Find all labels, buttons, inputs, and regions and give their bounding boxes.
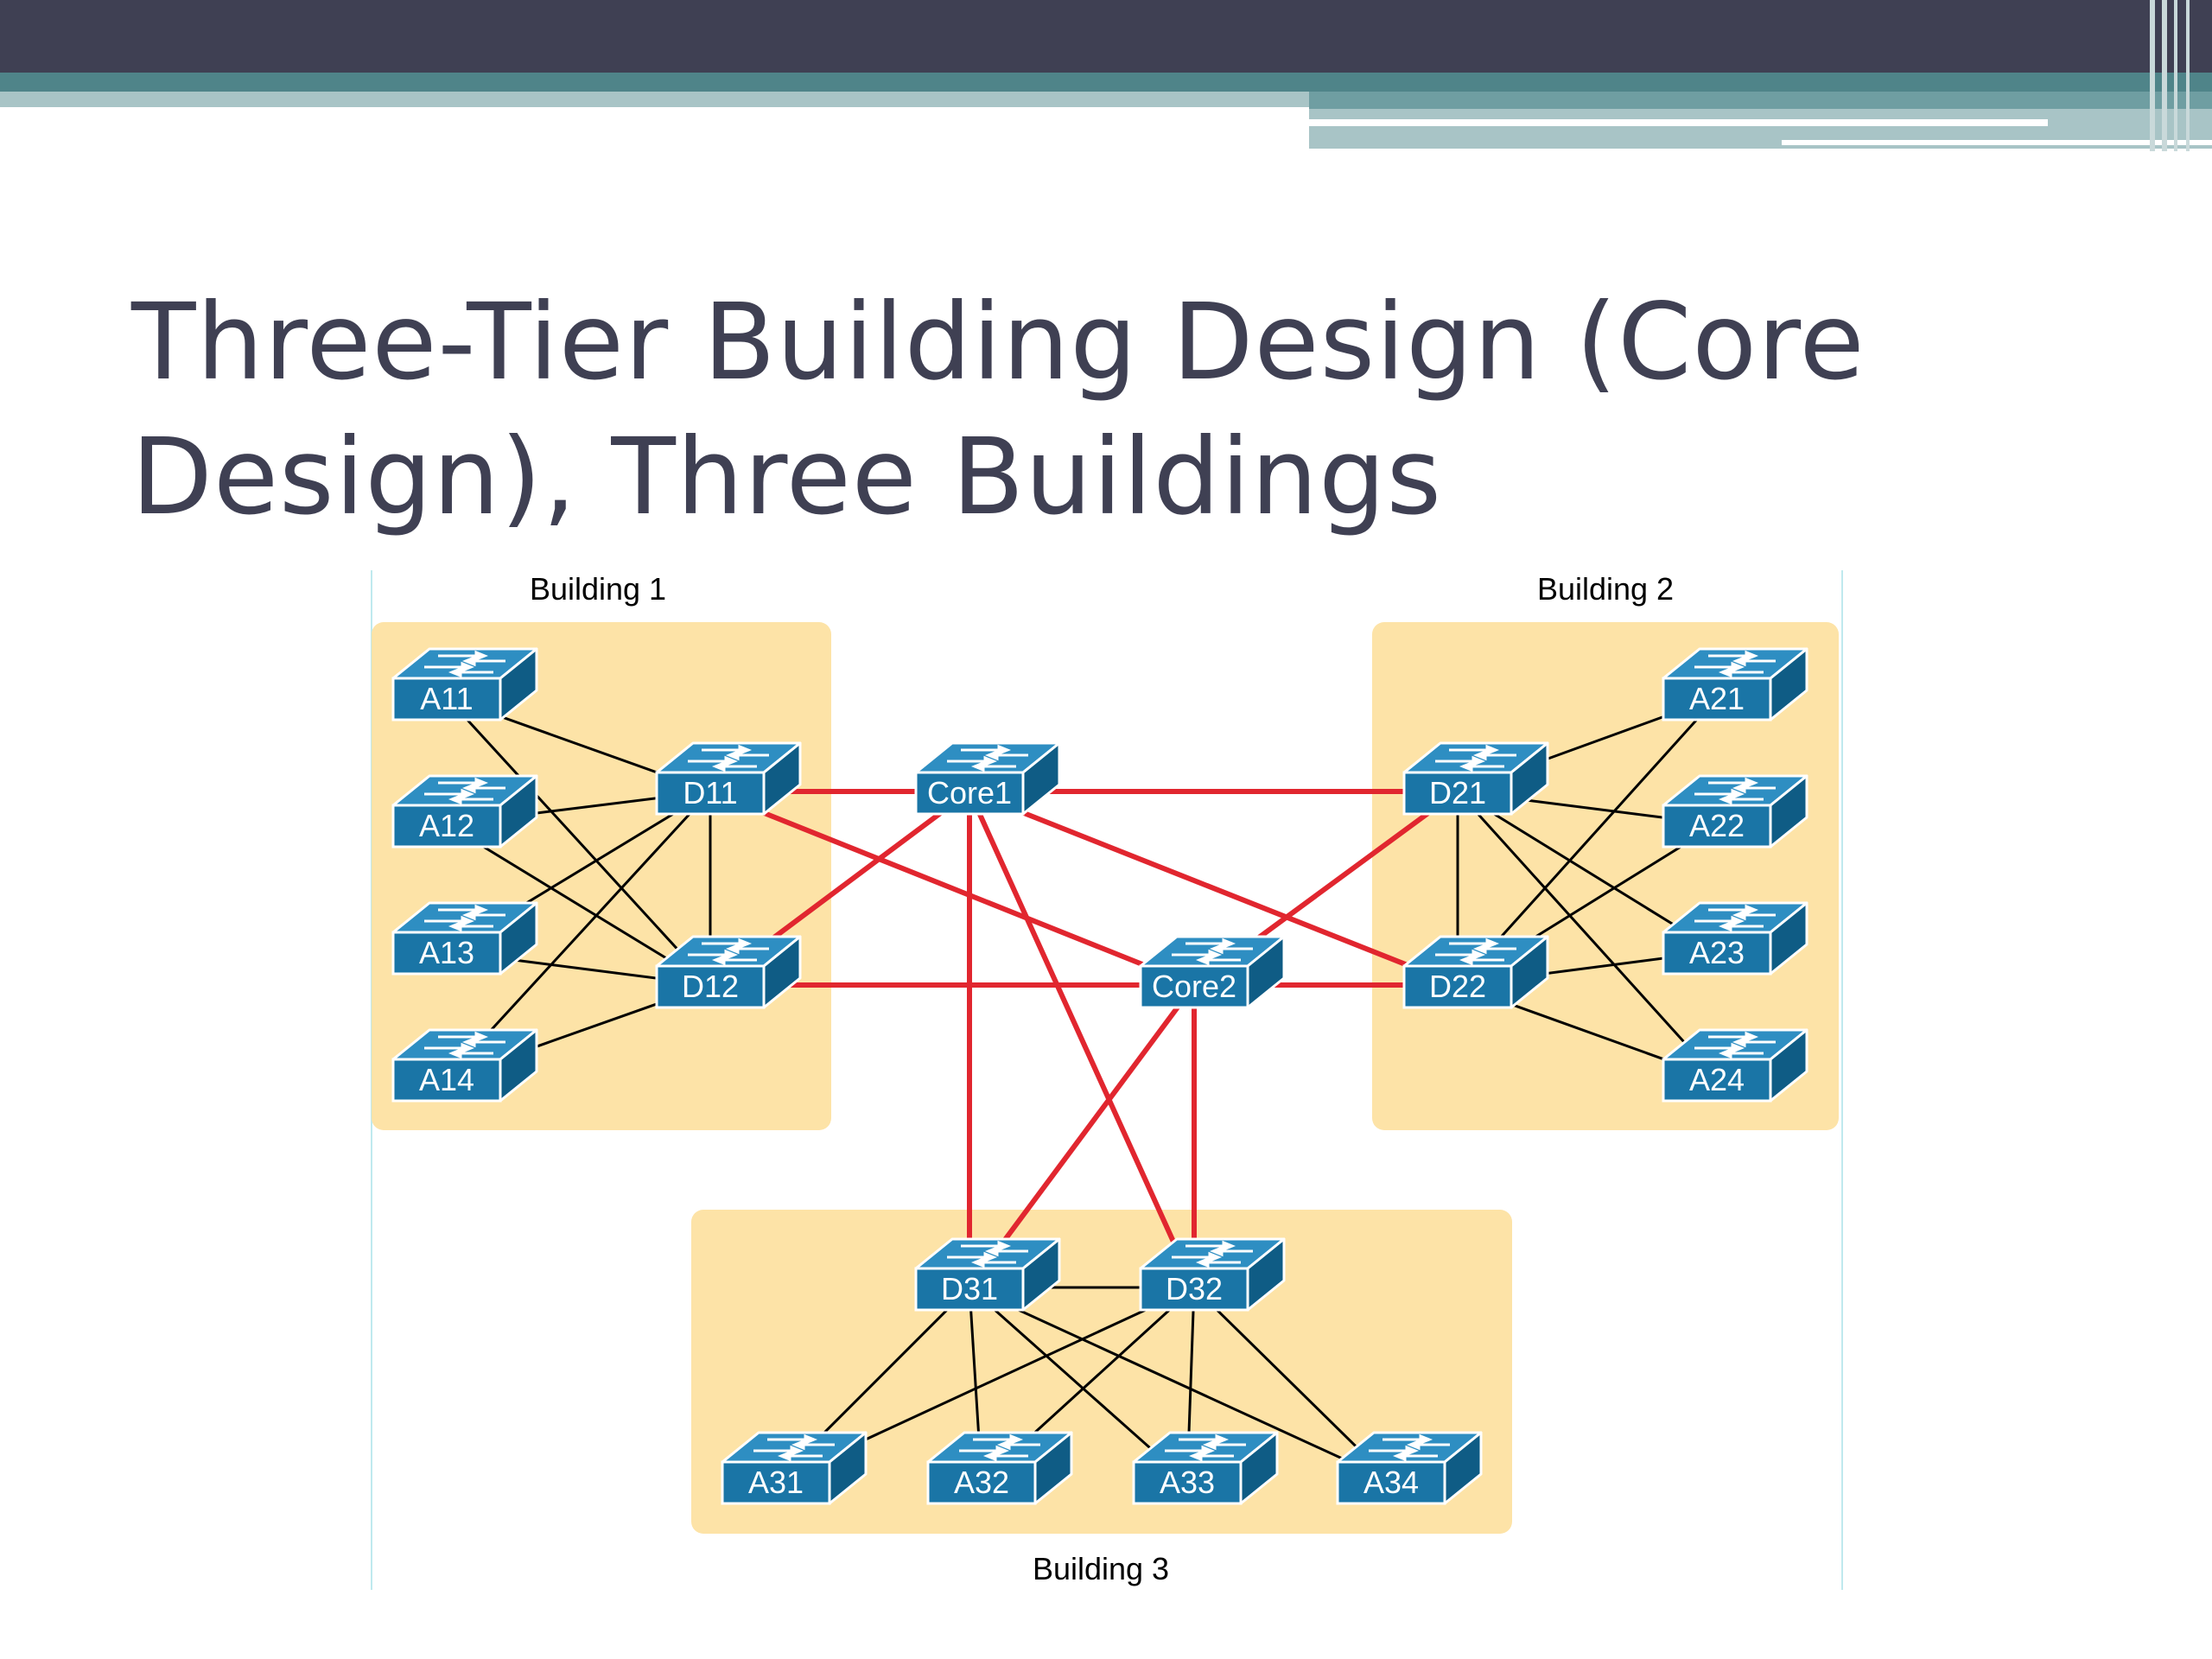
- header-white-line-2: [1782, 140, 2212, 145]
- switch-D12: D12: [655, 935, 802, 1009]
- switch-label: Core2: [1152, 969, 1236, 1004]
- switch-A24: A24: [1662, 1028, 1808, 1103]
- switch-A14: A14: [391, 1028, 538, 1103]
- link-A11-D12: [445, 696, 712, 987]
- switch-label: A13: [419, 935, 474, 970]
- building-3-label: Building 3: [1033, 1551, 1169, 1586]
- switch-A12: A12: [391, 774, 538, 849]
- switch-D11: D11: [655, 741, 802, 816]
- building-2-label: Building 2: [1537, 571, 1674, 607]
- header-edge-stripe-4: [2186, 0, 2190, 151]
- switch-label: D12: [682, 969, 739, 1004]
- switch-label: D31: [941, 1271, 998, 1306]
- switch-label: A31: [748, 1465, 804, 1500]
- switch-D21: D21: [1402, 741, 1549, 816]
- header-edge-stripe-2: [2162, 0, 2167, 151]
- link-D31-Core2: [967, 983, 1197, 1289]
- switch-D31: D31: [914, 1237, 1061, 1312]
- switch-label: A32: [954, 1465, 1009, 1500]
- switch-label: A33: [1160, 1465, 1215, 1500]
- switch-label: A11: [420, 681, 473, 716]
- switch-D22: D22: [1402, 935, 1549, 1009]
- switch-label: D22: [1429, 969, 1486, 1004]
- link-A34-D31: [969, 1286, 1392, 1483]
- header-dark-bar: [0, 0, 2212, 73]
- header-edge-stripe-3: [2174, 0, 2177, 151]
- link-A24-D21: [1456, 790, 1719, 1080]
- building-1-label: Building 1: [530, 571, 666, 607]
- header-light-bar-left: [0, 92, 1309, 107]
- switch-label: A12: [419, 808, 474, 843]
- switch-A11: A11: [391, 647, 538, 721]
- switch-label: Core1: [927, 775, 1012, 810]
- switch-A23: A23: [1662, 901, 1808, 976]
- header-teal-bar: [0, 73, 2212, 92]
- switch-A21: A21: [1662, 647, 1808, 721]
- link-D11-Core2: [709, 789, 1196, 988]
- switch-A22: A22: [1662, 774, 1808, 849]
- switch-A31: A31: [721, 1431, 868, 1505]
- switch-label: D21: [1429, 775, 1486, 810]
- header-light-bar-right: [1309, 92, 2212, 109]
- switch-label: D32: [1166, 1271, 1223, 1306]
- switch-Core1: Core1: [914, 741, 1061, 816]
- switch-A13: A13: [391, 901, 538, 976]
- link-D32-Core1: [967, 790, 1197, 1289]
- switch-label: A34: [1363, 1465, 1419, 1500]
- link-D22-Core1: [968, 789, 1459, 988]
- switch-label: A22: [1689, 808, 1745, 843]
- slide-header-decoration: [0, 0, 2212, 151]
- switch-label: A24: [1689, 1062, 1745, 1097]
- header-white-line: [1309, 119, 2048, 126]
- slide-title: Three-Tier Building Design (Core Design)…: [131, 281, 1866, 538]
- switch-Core2: Core2: [1139, 935, 1286, 1009]
- header-edge-stripe-1: [2150, 0, 2155, 151]
- switch-label: A14: [419, 1062, 474, 1097]
- switch-A32: A32: [926, 1431, 1073, 1505]
- switch-A34: A34: [1336, 1431, 1483, 1505]
- switch-A33: A33: [1132, 1431, 1279, 1505]
- switch-label: A23: [1689, 935, 1745, 970]
- switch-label: D11: [683, 775, 737, 810]
- switch-label: A21: [1689, 681, 1745, 716]
- switch-D32: D32: [1139, 1237, 1286, 1312]
